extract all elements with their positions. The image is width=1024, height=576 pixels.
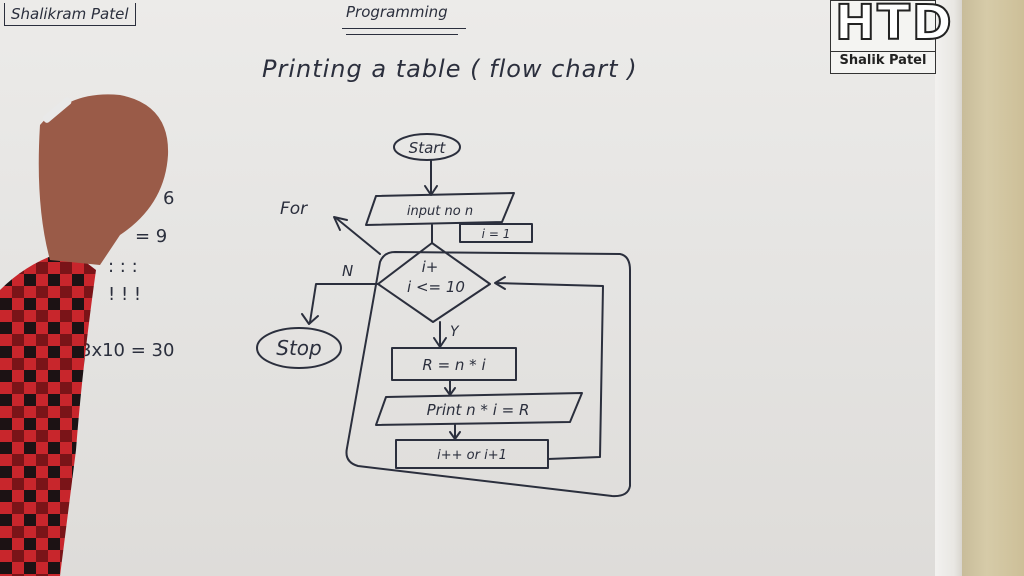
- logo-name: Shalik Patel: [831, 51, 935, 68]
- subject-label: Programming: [346, 3, 448, 21]
- input-parallelogram: [365, 192, 515, 226]
- start-terminal: [393, 133, 461, 161]
- author-label: Shalikram Patel: [4, 3, 136, 26]
- side-note-six: 6: [163, 188, 175, 209]
- increment-label: i++ or i+1: [437, 448, 507, 463]
- process-label: R = n * i: [422, 356, 486, 374]
- init-label: i = 1: [482, 227, 511, 241]
- loop-back-line: [495, 282, 604, 460]
- presenter-hand: [38, 94, 169, 265]
- loop-boundary: [345, 251, 631, 498]
- process-box: [391, 347, 517, 381]
- stop-label: Stop: [276, 336, 321, 360]
- side-note-last-line: 3x10 = 30: [80, 340, 175, 361]
- output-label: Print n * i = R: [427, 401, 530, 419]
- flowchart: Start input no n i = 1 For i+ i <= 10 N …: [256, 133, 631, 498]
- decision-diamond: [377, 242, 491, 323]
- start-label: Start: [409, 139, 447, 157]
- condition-line-two: i <= 10: [407, 278, 465, 296]
- init-box: [459, 223, 533, 243]
- channel-logo: HTD Shalik Patel: [830, 0, 953, 74]
- wall: [962, 0, 1024, 576]
- condition-line-one: i+: [422, 258, 439, 276]
- input-label: input no n: [407, 204, 473, 219]
- whiteboard-frame: [935, 0, 967, 576]
- stop-terminal: [256, 327, 342, 369]
- output-parallelogram: [375, 392, 583, 426]
- side-note-dots-second: ! ! !: [108, 284, 142, 305]
- subject-underline: [342, 28, 466, 29]
- presenter-arm: [0, 250, 96, 576]
- no-label: N: [342, 262, 353, 280]
- side-note-equals-nine: = 9: [135, 226, 168, 247]
- side-note-dots: : : :: [108, 256, 138, 277]
- subject-underline-second: [346, 34, 458, 35]
- for-label: For: [280, 199, 308, 219]
- yes-label: Y: [450, 324, 460, 340]
- board-heading: Printing a table ( flow chart ): [262, 55, 638, 83]
- increment-box: [395, 439, 549, 469]
